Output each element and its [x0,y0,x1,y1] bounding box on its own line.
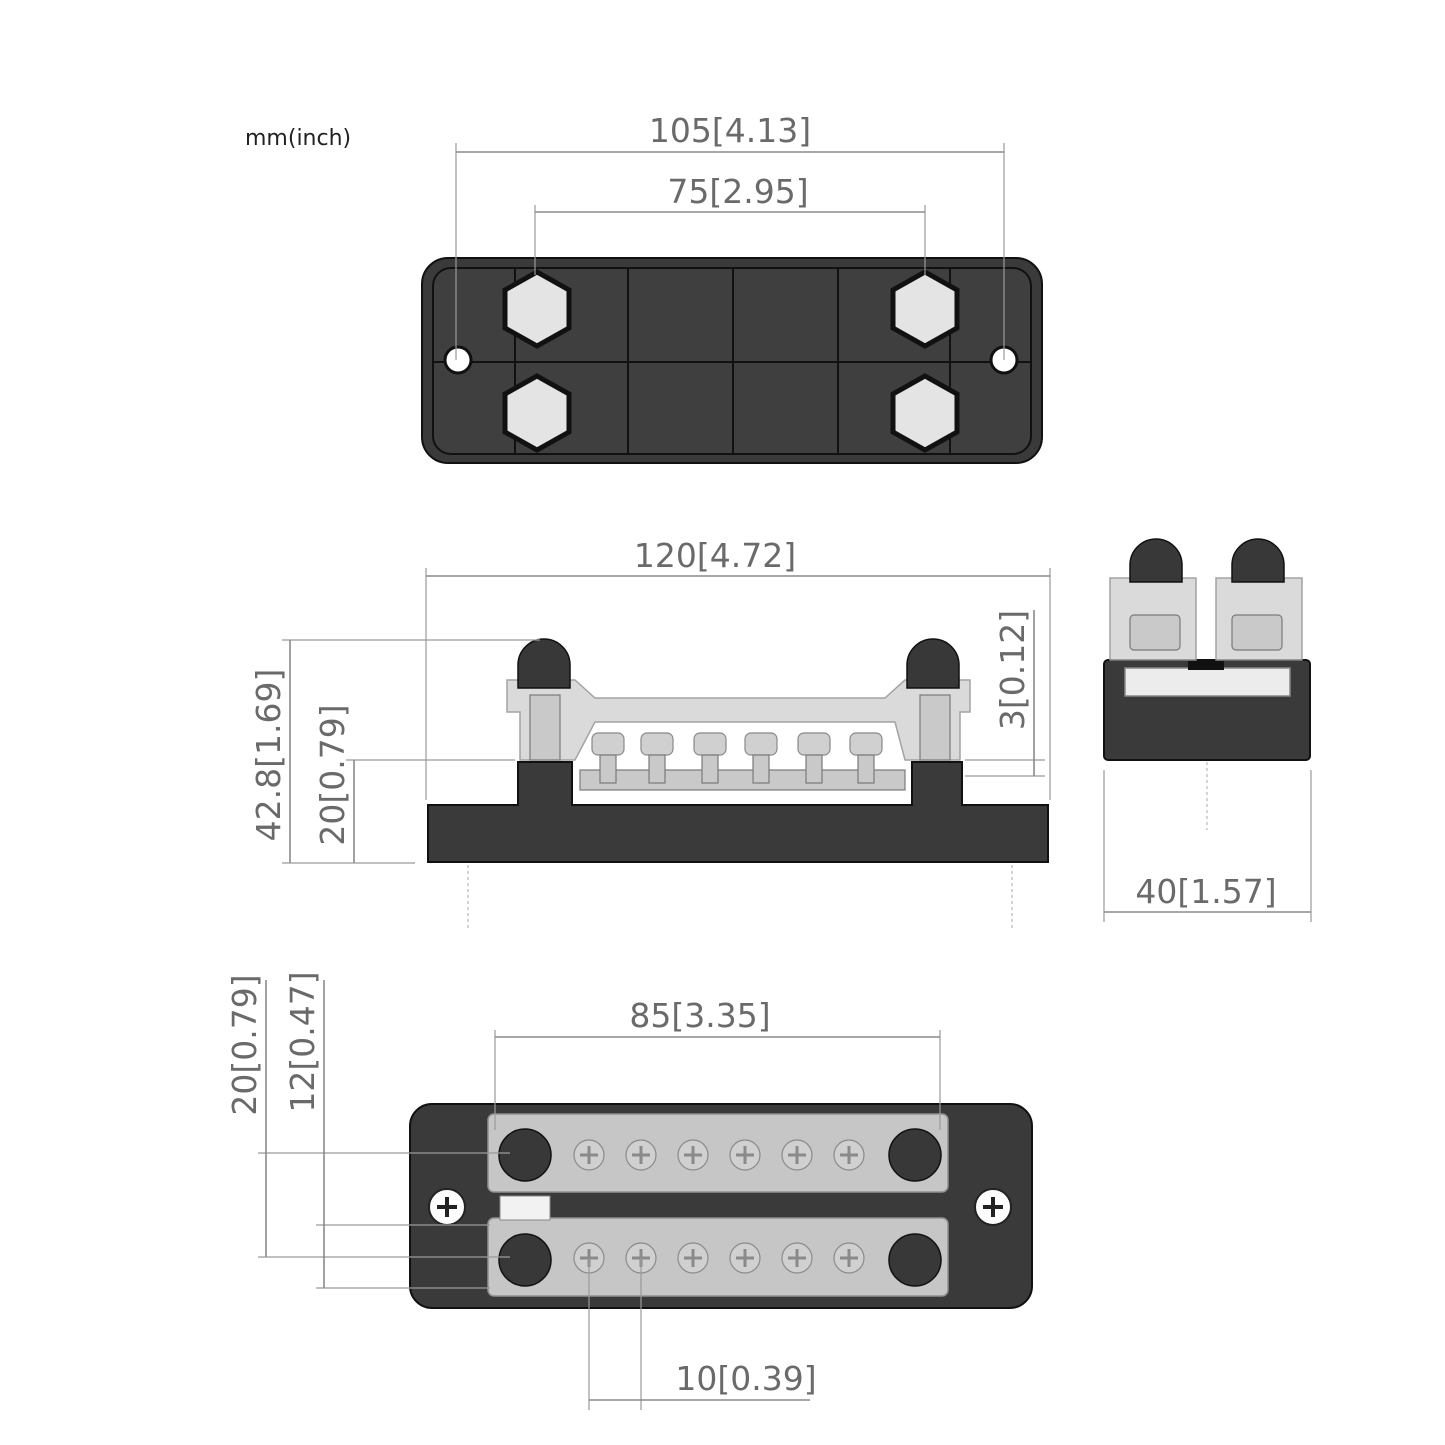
mounting-hole-icon [443,345,473,375]
front-view-base [427,761,1049,863]
clear-cover [506,679,971,761]
stud-cap-icon [1129,538,1183,583]
dim-label-10: 10[0.39] [675,1359,816,1398]
dim-label-40: 40[1.57] [1135,872,1276,911]
terminal-screws-front [591,732,883,784]
stud-cap-icon [498,1128,552,1182]
dim-label-75: 75[2.95] [667,172,808,211]
front-view: 120[4.72] 42.8[1.69] 20[0.79] 3[0.12] [249,536,1051,930]
dim-label-85: 85[3.35] [629,996,770,1035]
side-view: 40[1.57] [1103,538,1312,922]
plan-view: 85[3.35] 20[0.79] 12[0.47] 10[0.39] [225,971,1033,1410]
stud-cap-icon [888,1233,942,1287]
terminal-screw-row-top [573,1139,865,1171]
dim-label-120: 120[4.72] [634,536,796,575]
stud-cap-icon [1231,538,1285,583]
stud-cap-icon [888,1128,942,1182]
dim-label-3: 3[0.12] [993,610,1032,730]
hex-nut-icon [502,373,572,453]
dim-label-20-plan: 20[0.79] [225,974,264,1115]
hex-nut-icon [890,269,960,349]
dim-label-20-front: 20[0.79] [313,704,352,845]
dim-label-105: 105[4.13] [649,111,811,150]
mounting-screw-icon [974,1188,1012,1226]
hex-nut-icon [890,373,960,453]
stud-cap-icon [517,638,571,689]
dim-label-42-8: 42.8[1.69] [249,669,288,842]
mounting-screw-icon [428,1188,466,1226]
top-view: 105[4.13] 75[2.95] [421,111,1043,464]
units-label: mm(inch) [245,126,351,151]
stud-cap-icon [498,1233,552,1287]
stud-cap-icon [906,638,960,689]
dim-label-12: 12[0.47] [283,971,322,1112]
hex-nut-icon [502,269,572,349]
